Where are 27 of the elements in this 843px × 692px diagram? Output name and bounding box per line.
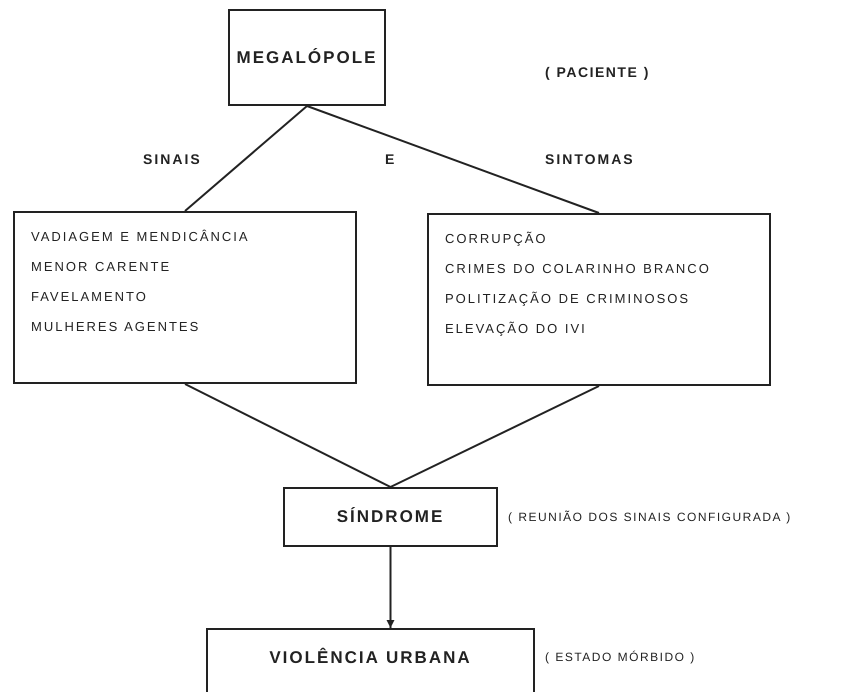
list-item: FAVELAMENTO [31,289,149,304]
list-box [13,211,357,384]
box-title: MEGALÓPOLE [236,48,378,68]
connector-line [184,383,391,488]
list-item: MULHERES AGENTES [31,319,202,334]
list-item: ELEVAÇÃO DO IVI [445,321,588,336]
box-title: VIOLÊNCIA URBANA [269,648,472,668]
list-item: POLITIZAÇÃO DE CRIMINOSOS [445,291,692,306]
process-box [206,628,535,692]
branch-label: ( PACIENTE ) [545,64,650,80]
branch-label: SINTOMAS [545,151,635,167]
connector-line [306,105,600,214]
connector-line [184,105,308,212]
list-item: VADIAGEM E MENDICÂNCIA [31,229,251,244]
connector-line [390,385,600,488]
process-box [283,487,498,547]
side-note: ( REUNIÃO DOS SINAIS CONFIGURADA ) [508,510,792,524]
list-item: CORRUPÇÃO [445,231,549,246]
list-item: CRIMES DO COLARINHO BRANCO [445,261,712,276]
list-item: MENOR CARENTE [31,259,172,274]
branch-label: E [385,151,396,167]
arrow [386,547,394,628]
process-box [228,9,386,106]
box-title: SÍNDROME [336,507,444,527]
list-box [427,213,771,386]
side-note: ( ESTADO MÓRBIDO ) [545,650,696,664]
branch-label: SINAIS [143,151,202,167]
